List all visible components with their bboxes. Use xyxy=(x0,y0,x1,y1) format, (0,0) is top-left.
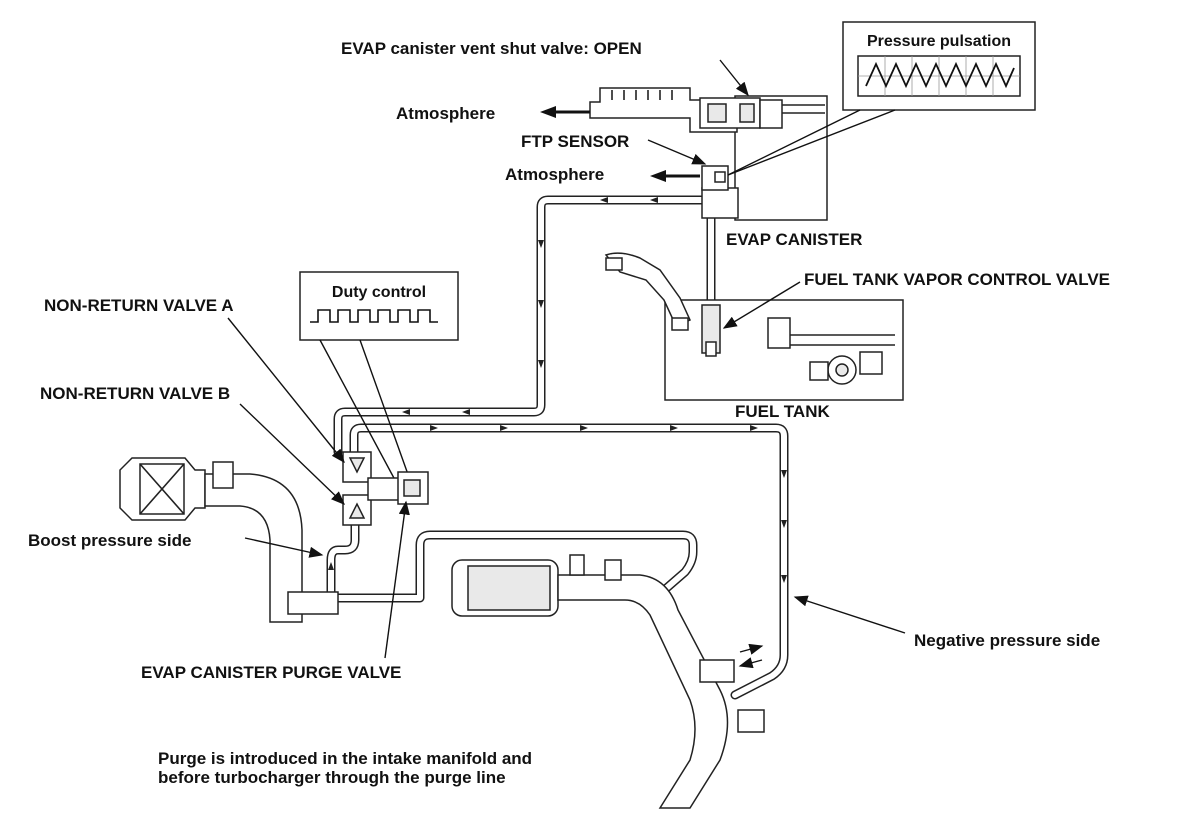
leader-lines xyxy=(227,59,906,659)
atmosphere-top-label: Atmosphere xyxy=(396,104,495,123)
atmosphere-mid-label: Atmosphere xyxy=(505,165,604,184)
purge-valve-assembly xyxy=(342,451,429,526)
flow-arrow xyxy=(781,520,787,528)
flow-arrow xyxy=(600,197,608,203)
duty-control-title: Duty control xyxy=(332,284,426,301)
flow-arrow xyxy=(538,360,544,368)
flow-arrow xyxy=(781,575,787,583)
non-return-valve-b-label: NON-RETURN VALVE B xyxy=(40,384,230,403)
flow-arrow xyxy=(402,409,410,415)
negative-pressure-hose xyxy=(349,423,789,700)
pressure-pulsation-box: Pressure pulsation xyxy=(727,21,1036,176)
flow-arrows xyxy=(328,197,787,583)
flow-arrow xyxy=(462,409,470,415)
flow-arrow xyxy=(538,240,544,248)
vent-shut-valve-label: EVAP canister vent shut valve: OPEN xyxy=(341,39,642,58)
fuel-tank xyxy=(604,252,904,401)
negative-pressure-side-label: Negative pressure side xyxy=(914,631,1100,650)
duty-control-box: Duty control xyxy=(299,271,459,481)
flow-arrow xyxy=(538,300,544,308)
boost-pressure-side-label: Boost pressure side xyxy=(28,531,191,550)
turbocharger-intake xyxy=(119,457,339,623)
duty-waveform xyxy=(310,309,438,323)
intake-pipe xyxy=(451,554,765,809)
flow-arrow xyxy=(781,470,787,478)
non-return-valve-a-label: NON-RETURN VALVE A xyxy=(44,296,234,315)
flow-arrow xyxy=(580,425,588,431)
flow-arrow xyxy=(328,562,334,570)
pulsation-waveform xyxy=(865,61,1015,89)
vent-shut-valve xyxy=(589,87,783,133)
canister-to-purge-hose xyxy=(333,195,717,457)
note-line-1: Purge is introduced in the intake manifo… xyxy=(158,749,532,768)
flow-arrow xyxy=(670,425,678,431)
evap-canister-label: EVAP CANISTER xyxy=(726,230,862,249)
fuel-tank-label: FUEL TANK xyxy=(735,402,830,421)
flow-arrow xyxy=(430,425,438,431)
pressure-pulsation-title: Pressure pulsation xyxy=(867,33,1011,50)
flow-arrow xyxy=(650,197,658,203)
flow-arrow xyxy=(500,425,508,431)
flow-arrow xyxy=(750,425,758,431)
fuel-tank-vapor-control-valve-label: FUEL TANK VAPOR CONTROL VALVE xyxy=(804,270,1110,289)
note-line-2: before turbocharger through the purge li… xyxy=(158,768,506,787)
boost-pressure-hose xyxy=(326,515,698,603)
atmosphere-arrows xyxy=(540,106,700,182)
ftp-sensor-label: FTP SENSOR xyxy=(521,132,629,151)
purge-valve-label: EVAP CANISTER PURGE VALVE xyxy=(141,663,401,682)
